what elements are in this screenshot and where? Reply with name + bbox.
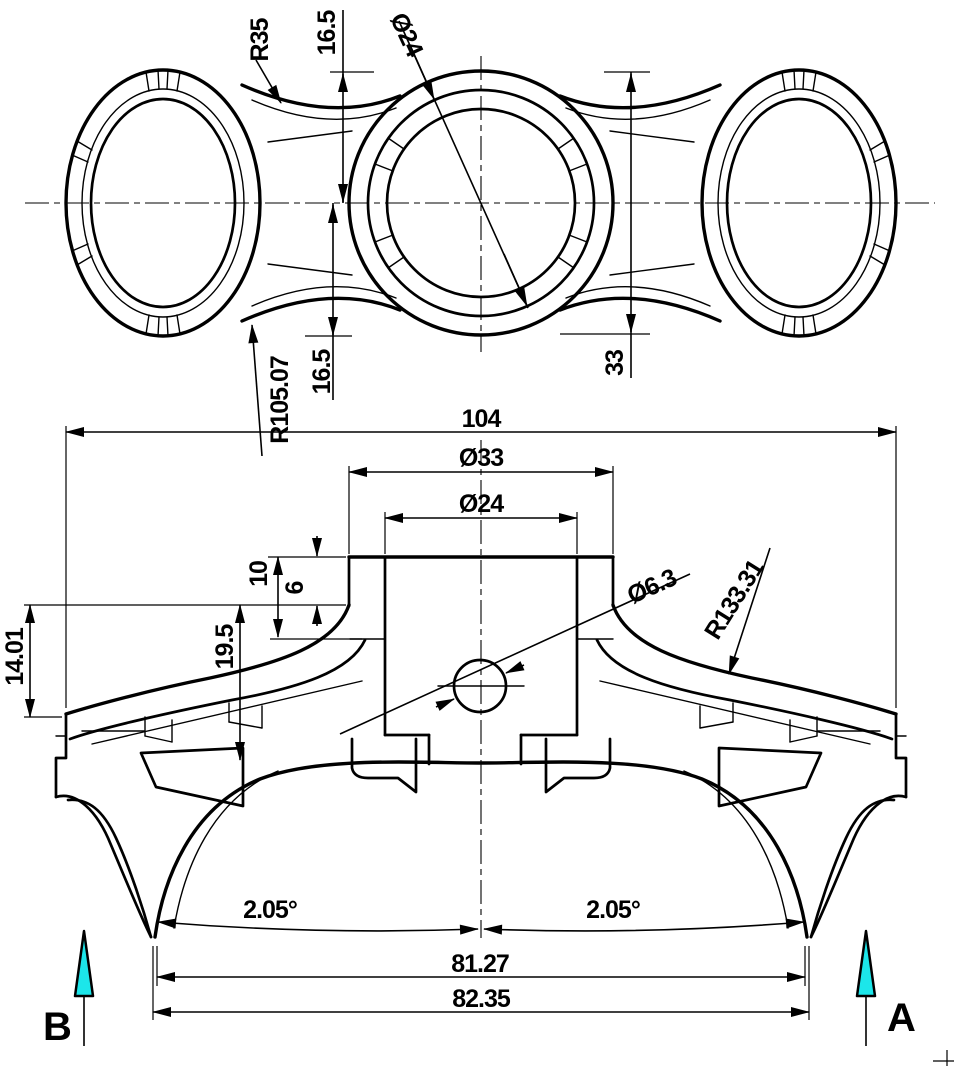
dim-label-r105-07: R105.07 [266,356,294,444]
dim-label-19-5: 19.5 [211,624,239,670]
dim-label-33: 33 [601,350,629,376]
dim-r105-07: R105.07 [248,324,294,457]
dim-10: 10 [245,556,362,640]
bottom-arch [153,733,809,939]
dim-label-dia6-3: Ø6.3 [623,564,680,610]
dim-19-5: 19.5 [24,604,346,761]
left-cylinder-slit-ticks [71,69,181,337]
section-indicator-b: B [43,929,95,1049]
section-arrow-a [855,929,877,998]
right-cylinder-slit-ticks [781,69,891,337]
right-cylinder [700,68,898,338]
section-indicator-a: A [855,929,916,1046]
dim-label-dia24-frontview: Ø24 [459,490,504,518]
section-label-a: A [887,996,915,1040]
dim-label-angle-left: 2.05° [243,896,297,924]
dim-dia24-topview: Ø24 [384,9,529,309]
central-ring-ticks [374,137,588,269]
dim-label-16-5-bottom: 16.5 [308,349,336,395]
central-boss [347,69,615,337]
dim-label-82-35: 82.35 [452,985,511,1013]
dim-dia24-frontview: Ø24 [384,490,578,554]
dim-33: 33 [560,71,650,378]
dim-label-104: 104 [462,405,502,433]
dim-label-14-01: 14.01 [1,627,29,686]
dim-label-dia24-topview: Ø24 [384,9,429,62]
dim-16-5-bottom: 16.5 [305,203,352,400]
section-arrow-b [73,929,95,998]
dim-104: 104 [65,405,897,708]
dim-angle-left: 2.05° [157,896,479,935]
dim-label-r35: R35 [246,17,274,61]
top-view-dimensions: R35 16.5 Ø24 33 [246,9,650,457]
rib-edges [144,702,818,743]
end-faces [54,712,908,799]
dim-label-dia33: Ø33 [459,444,503,472]
frame-corner-mark [933,1050,954,1066]
dim-16-5-top: 16.5 [313,10,374,203]
wing-surfaces [64,603,898,745]
dim-r133-31: R133.31 [699,547,771,675]
dim-label-16-5-top: 16.5 [313,10,341,56]
dim-82-35: 82.35 [152,946,810,1020]
dim-dia6-3: Ø6.3 [339,564,691,735]
dim-81-27: 81.27 [156,946,806,986]
top-view: R35 16.5 Ø24 33 [25,9,935,457]
dim-6: 6 [281,536,322,626]
dim-angle-right: 2.05° [483,896,805,935]
dim-label-6: 6 [281,581,309,594]
boss-outline [347,555,615,737]
claw-legs [54,794,908,939]
dim-r35: R35 [246,17,282,104]
dim-dia33: Ø33 [348,444,614,554]
pockets [139,702,823,808]
dim-label-81-27: 81.27 [451,950,509,978]
left-cylinder [64,68,262,338]
web-outlines [240,83,722,323]
dim-label-10: 10 [245,561,273,587]
dim-14-01: 14.01 [1,604,62,718]
section-label-b: B [43,1005,71,1049]
dim-label-angle-right: 2.05° [586,896,640,924]
dim-label-r133-31: R133.31 [699,554,770,644]
cross-hole [437,658,525,714]
front-view: 104 Ø33 Ø24 10 [1,405,916,1049]
front-view-dimensions: 104 Ø33 Ø24 10 [1,405,897,1020]
